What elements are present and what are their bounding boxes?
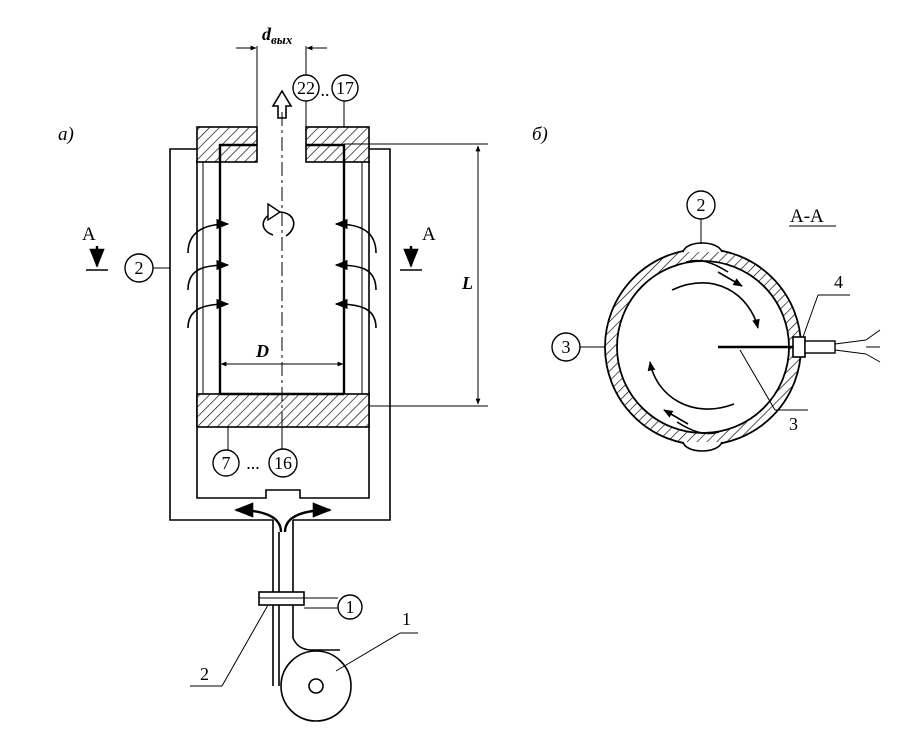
panel-b: б) А-А 2 3 3 4 (532, 124, 881, 452)
inlet-arrow-bottom-icon (663, 409, 689, 425)
marker-7-label: 7 (222, 453, 231, 473)
outer-housing (169, 148, 391, 521)
marker-side-2 (124, 253, 154, 283)
fan-label: 1 (402, 609, 411, 629)
inlet-slot-bottom (676, 421, 720, 435)
swirl-arrow-lower-icon (647, 361, 735, 410)
marker-b-3-label: 3 (562, 337, 571, 357)
leader-holder (802, 294, 819, 338)
leader-fan (335, 632, 401, 672)
marker-b-2-label: 2 (697, 195, 706, 215)
bottom-cap (196, 393, 370, 428)
meter-label: 2 (200, 664, 209, 684)
leader-probe (739, 349, 776, 411)
leader-meter-2 (221, 604, 269, 687)
inlet-slot-top (685, 259, 729, 273)
D-label: D (255, 341, 269, 361)
supply-split-left (234, 502, 283, 533)
marker-22 (292, 74, 320, 102)
section-mark-left-label: A (82, 224, 96, 245)
swirl-arrowhead-icon (267, 202, 282, 222)
probe-wires (834, 329, 881, 363)
inlet-nozzle-top (682, 242, 723, 253)
panel-a: а) dвых 22 .. 17 (58, 24, 488, 722)
dout-label: dвых (262, 24, 293, 47)
inlet-jets-right (334, 218, 377, 329)
top-dots: .. (321, 80, 330, 100)
marker-7 (212, 449, 240, 477)
marker-17-label: 17 (336, 78, 354, 98)
inlet-jets-left (187, 218, 230, 329)
marker-side-2-label: 2 (135, 258, 144, 278)
marker-meter-1 (337, 594, 363, 620)
L-label: L (461, 273, 473, 293)
inlet-arrow-top-icon (717, 271, 743, 287)
section-title: А-А (790, 206, 824, 227)
supply-split-right (283, 502, 332, 533)
supply-casing (196, 160, 370, 499)
swirl-arrow-upper-icon (671, 282, 760, 329)
panel-b-label: б) (532, 124, 548, 145)
probe-label: 3 (789, 414, 798, 434)
marker-meter-1-label: 1 (346, 597, 355, 617)
marker-16 (268, 448, 298, 478)
fan-duct (292, 620, 340, 651)
probe-holder (792, 336, 806, 358)
marker-16-label: 16 (274, 453, 292, 473)
probe-body (804, 340, 836, 354)
fan-body (280, 650, 352, 722)
bottom-dots: ... (246, 453, 260, 473)
holder-label: 4 (834, 272, 843, 292)
inlet-nozzle-bottom (682, 441, 723, 452)
section-mark-right-label: A (422, 224, 436, 245)
fan-hub (308, 678, 324, 694)
panel-a-label: а) (58, 124, 74, 145)
top-cap-inner (218, 143, 346, 162)
marker-22-label: 22 (297, 78, 315, 98)
marker-17 (331, 74, 359, 102)
outlet-arrow-icon (271, 89, 293, 119)
